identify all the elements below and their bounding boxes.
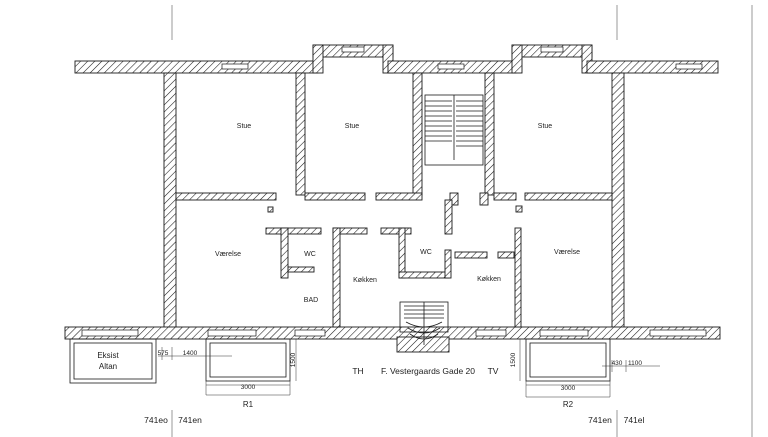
label-tv: TV — [488, 366, 499, 376]
room-label-stue-2: Stue — [345, 123, 360, 130]
dim-3000-right: 3000 — [561, 385, 576, 392]
grid-741eo: 741eo — [144, 415, 168, 425]
label-address: F. Vestergaards Gade 20 — [381, 366, 475, 376]
room-label-wc-1: WC — [304, 251, 316, 258]
label-eksist: Eksist — [97, 351, 119, 360]
room-label-kokken-1: Køkken — [353, 277, 377, 284]
label-th: TH — [352, 366, 363, 376]
label-r1: R1 — [243, 400, 254, 409]
windows-bottom — [81, 329, 707, 337]
dim-1500-right: 1500 — [510, 352, 517, 367]
grid-741el: 741el — [624, 415, 645, 425]
dim-575: 575 — [158, 350, 169, 357]
balcony-r2 — [525, 338, 611, 382]
label-altan: Altan — [99, 362, 117, 371]
room-label-wc-2: WC — [420, 249, 432, 256]
dim-1400: 1400 — [183, 350, 198, 357]
room-label-kokken-2: Køkken — [477, 276, 501, 283]
dimension-lines — [158, 339, 660, 437]
dim-1500-left: 1500 — [290, 352, 297, 367]
dim-430: 430 — [612, 360, 623, 367]
staircase-top — [424, 94, 484, 166]
windows-top — [221, 46, 703, 70]
room-label-bad: BAD — [304, 297, 318, 304]
room-label-vaerelse-2: Værelse — [554, 249, 580, 256]
label-r2: R2 — [563, 400, 574, 409]
room-label-vaerelse-1: Værelse — [215, 251, 241, 258]
room-label-stue-3: Stue — [538, 123, 553, 130]
room-label-stue-1: Stue — [237, 123, 252, 130]
dim-3000-left: 3000 — [241, 384, 256, 391]
staircase-entrance — [399, 301, 449, 345]
dim-1100: 1100 — [628, 360, 642, 367]
balcony-r1 — [205, 338, 291, 382]
grid-741en-right: 741en — [588, 415, 612, 425]
existing-balcony — [69, 338, 157, 384]
grid-741en-left: 741en — [178, 415, 202, 425]
interior-walls — [175, 72, 613, 328]
